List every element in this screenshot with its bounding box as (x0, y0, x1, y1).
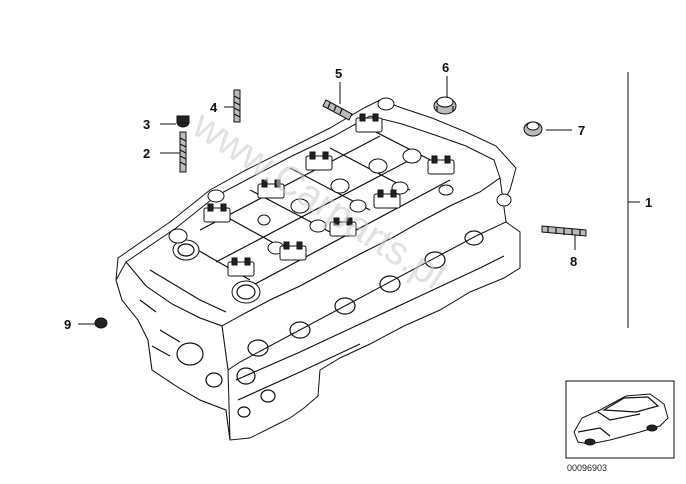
callout-2[interactable]: 2 (143, 146, 150, 161)
part-2-stud[interactable] (179, 131, 187, 173)
callout-5[interactable]: 5 (335, 66, 342, 81)
cylinder-head-icon (115, 97, 521, 441)
callout-6[interactable]: 6 (442, 60, 449, 75)
part-9-plug[interactable] (94, 317, 108, 329)
part-3-nut[interactable] (176, 115, 190, 128)
callout-8[interactable]: 8 (570, 254, 577, 269)
part-7-plug[interactable] (523, 121, 543, 137)
callout-7[interactable]: 7 (578, 123, 585, 138)
leader-lines (78, 72, 640, 328)
part-6-plug[interactable] (433, 96, 457, 115)
callout-9[interactable]: 9 (64, 317, 71, 332)
part-5-stud[interactable] (322, 99, 353, 121)
part-8-stud[interactable] (541, 225, 587, 237)
vehicle-thumbnail[interactable] (565, 380, 675, 459)
callout-3[interactable]: 3 (143, 117, 150, 132)
part-4-stud[interactable] (233, 89, 241, 123)
reference-number: 00096903 (567, 463, 607, 473)
callout-4[interactable]: 4 (210, 100, 218, 115)
car-icon (573, 393, 669, 446)
callout-1[interactable]: 1 (645, 195, 652, 210)
